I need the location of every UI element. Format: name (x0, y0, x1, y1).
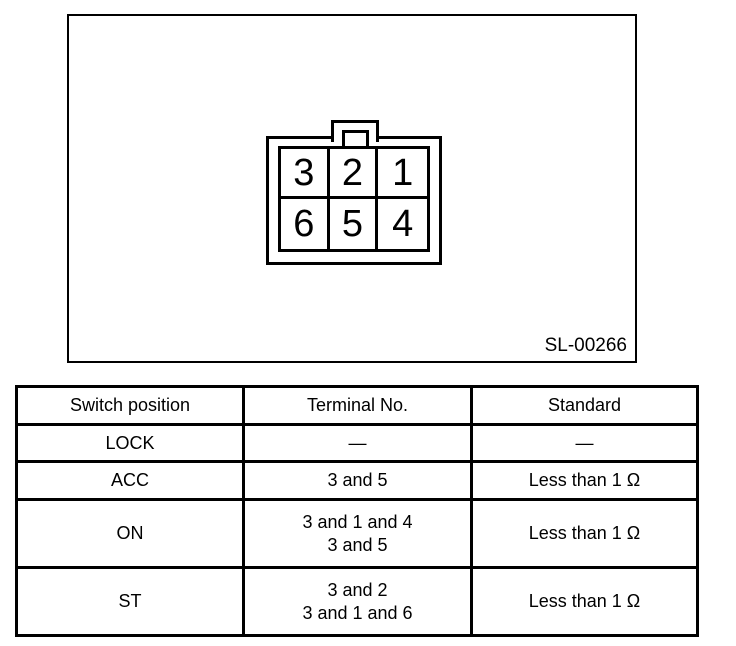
header-switch-position: Switch position (15, 385, 245, 426)
terminal-grid: 3 2 1 6 5 4 (278, 146, 430, 252)
continuity-table: Switch position Terminal No. Standard LO… (15, 385, 699, 637)
cell-position: LOCK (15, 423, 245, 463)
cell-position: ACC (15, 460, 245, 501)
connector-key-tab-slot (342, 130, 369, 146)
terminal-pin-4: 4 (392, 203, 414, 245)
cell-terminals: 3 and 5 (242, 460, 473, 501)
cell-position: ON (15, 498, 245, 569)
table-row-acc: ACC 3 and 5 Less than 1 Ω (15, 460, 699, 501)
table-row-lock: LOCK — — (15, 423, 699, 463)
table-row-st: ST 3 and 2 3 and 1 and 6 Less than 1 Ω (15, 566, 699, 637)
header-standard: Standard (470, 385, 699, 426)
table-header-row: Switch position Terminal No. Standard (15, 385, 699, 426)
terminal-line: 3 and 5 (327, 534, 388, 555)
terminal-line: 3 and 1 and 6 (302, 602, 413, 623)
terminal-line: 3 and 2 (327, 579, 388, 600)
cell-terminals: — (242, 423, 473, 463)
connector-body: 3 2 1 6 5 4 (266, 136, 442, 265)
table-row-on: ON 3 and 1 and 4 3 and 5 Less than 1 Ω (15, 498, 699, 569)
header-terminal-no: Terminal No. (242, 385, 473, 426)
cell-terminals: 3 and 2 3 and 1 and 6 (242, 566, 473, 637)
terminal-pin-5: 5 (330, 199, 379, 249)
connector-figure-frame: 3 2 1 6 5 4 SL-00266 (67, 14, 637, 363)
cell-terminals: 3 and 1 and 4 3 and 5 (242, 498, 473, 569)
terminal-line: 3 and 1 and 4 (302, 511, 413, 532)
cell-standard: Less than 1 Ω (470, 566, 699, 637)
terminal-pin-3: 3 (281, 149, 330, 199)
cell-standard: Less than 1 Ω (470, 498, 699, 569)
figure-code-label: SL-00266 (544, 335, 627, 356)
cell-standard: Less than 1 Ω (470, 460, 699, 501)
cell-position: ST (15, 566, 245, 637)
terminal-pin-2: 2 (329, 149, 379, 199)
cell-standard: — (470, 423, 699, 463)
terminal-pin-1: 1 (378, 149, 427, 199)
terminal-pin-6: 6 (281, 199, 330, 249)
terminal-line: — (348, 432, 367, 453)
terminal-line: 3 and 5 (327, 470, 388, 490)
